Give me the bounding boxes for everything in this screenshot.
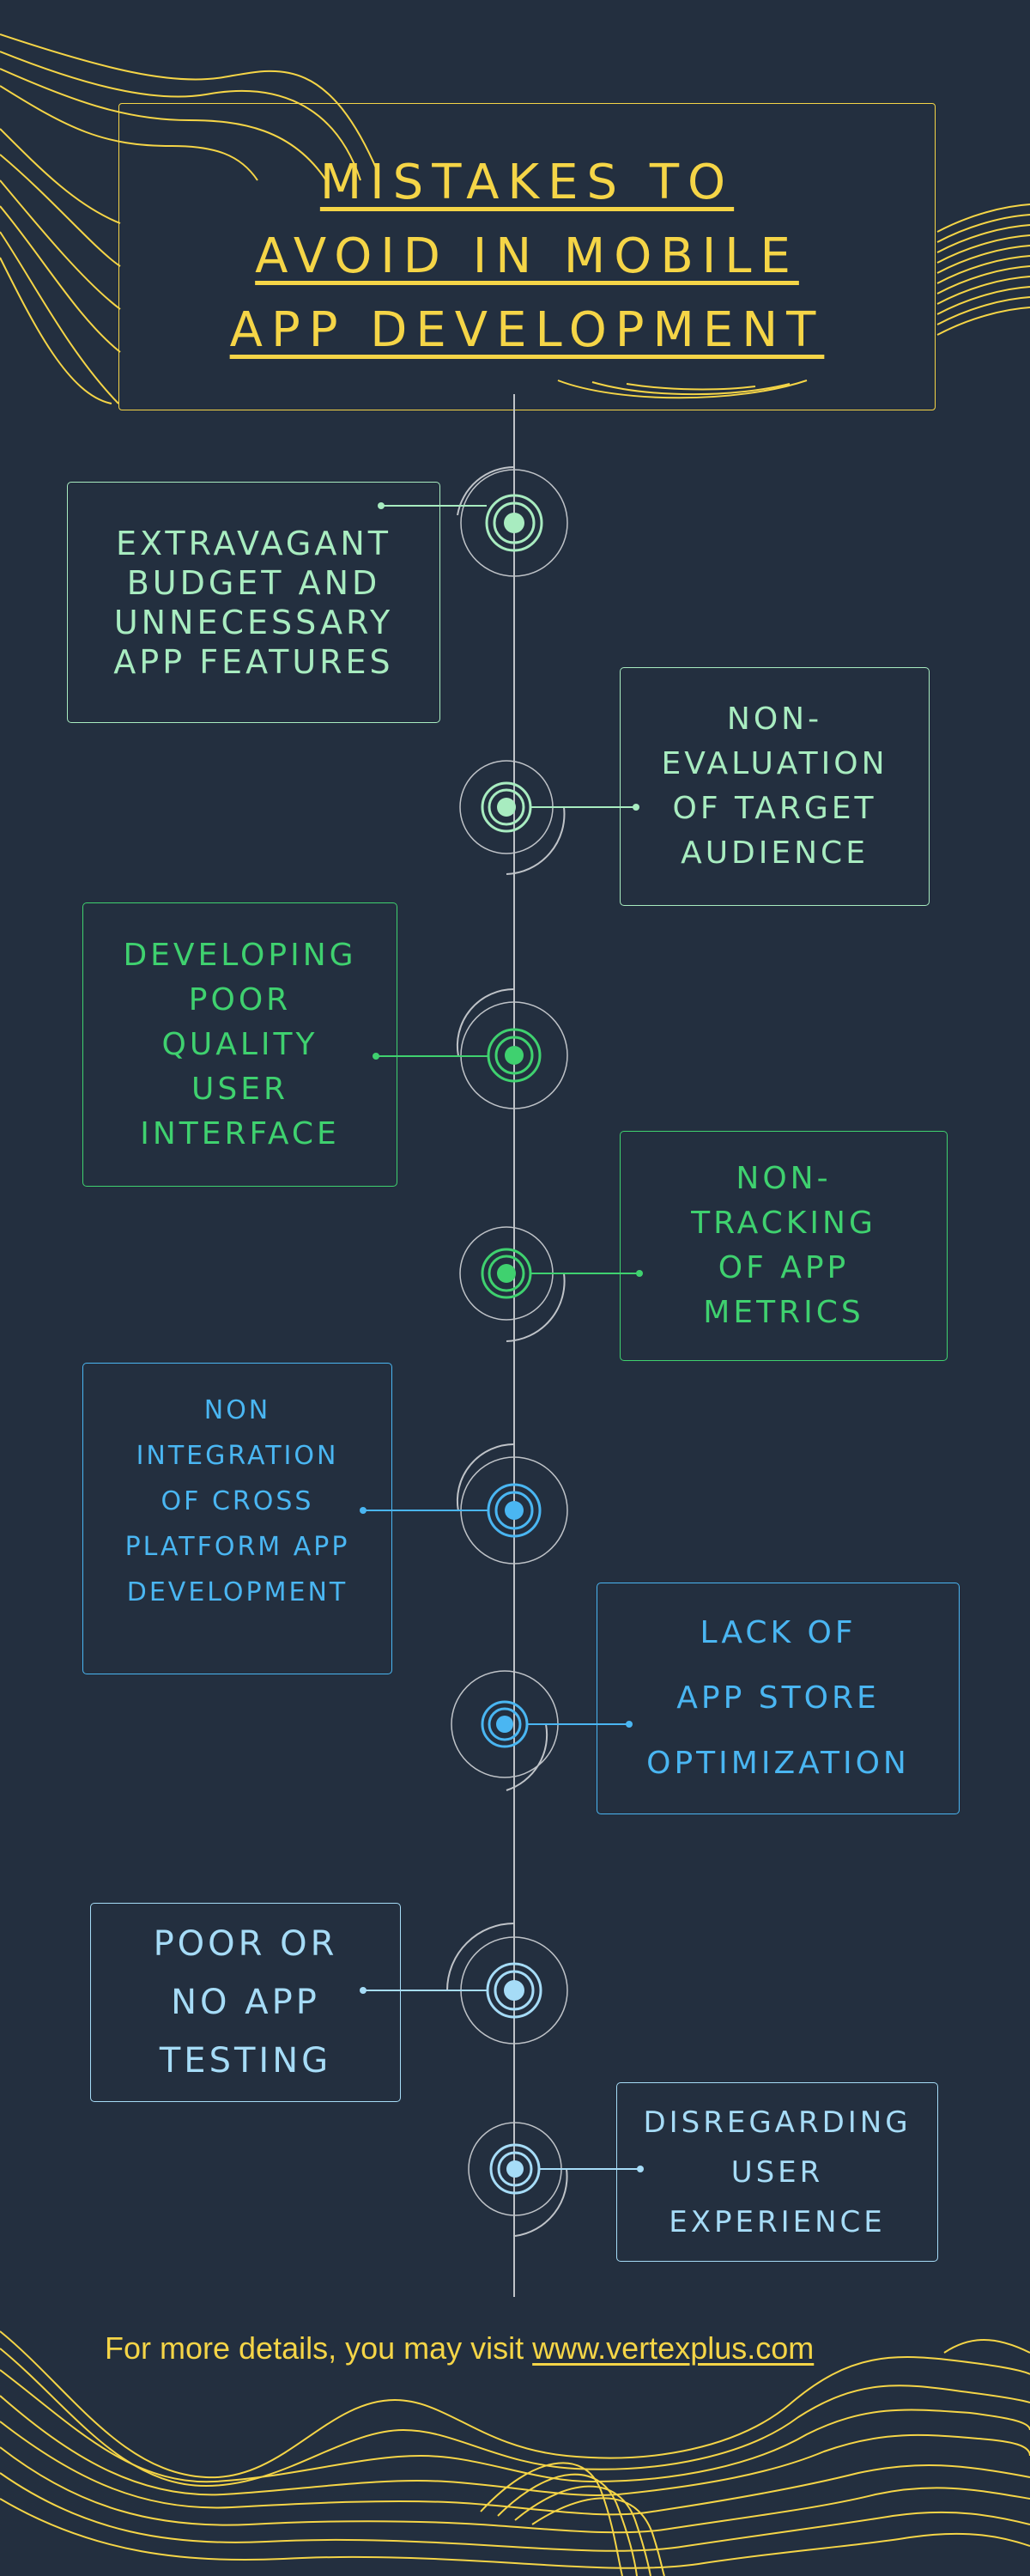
card-4-line-3: OF APP — [718, 1250, 850, 1285]
node-2-icon — [459, 760, 639, 875]
footer-text: For more details, you may visit www.vert… — [105, 2330, 814, 2366]
card-2-line-1: NON- — [726, 702, 823, 737]
card-8-line-2: USER — [730, 2154, 824, 2190]
card-6-line-2: APP STORE — [676, 1680, 880, 1716]
card-4-line-4: METRICS — [703, 1295, 864, 1330]
card-5-line-1: NON — [203, 1395, 271, 1425]
title-line-2: AVOID IN MOBILE — [255, 228, 799, 284]
card-7-line-1: POOR OR — [153, 1924, 338, 1964]
mistake-card-4: NON- TRACKING OF APP METRICS — [620, 1131, 948, 1361]
card-8-line-1: DISREGARDING — [643, 2105, 912, 2140]
card-3-line-3: QUALITY — [161, 1026, 318, 1062]
card-5-line-5: DEVELOPMENT — [126, 1577, 348, 1607]
mistake-card-3: DEVELOPING POOR QUALITY USER INTERFACE — [82, 902, 397, 1187]
mistake-card-7: POOR OR NO APP TESTING — [90, 1903, 401, 2102]
title-line-3: APP DEVELOPMENT — [229, 302, 825, 358]
card-1-line-4: APP FEATURES — [113, 642, 394, 681]
card-4-line-1: NON- — [736, 1161, 832, 1196]
card-5-line-2: INTEGRATION — [136, 1441, 339, 1471]
card-1-line-2: BUDGET AND — [126, 563, 381, 602]
node-3-icon — [373, 987, 568, 1109]
node-4-icon — [459, 1226, 643, 1342]
mistake-card-5: NON INTEGRATION OF CROSS PLATFORM APP DE… — [82, 1363, 392, 1674]
card-3-line-1: DEVELOPING — [123, 937, 357, 973]
card-2-line-2: EVALUATION — [661, 746, 888, 781]
card-7-line-2: NO APP — [171, 1983, 320, 2022]
mistake-card-1: EXTRAVAGANT BUDGET AND UNNECESSARY APP F… — [67, 482, 440, 723]
card-3-line-5: INTERFACE — [140, 1115, 340, 1151]
footer-prefix: For more details, you may visit — [105, 2330, 533, 2366]
mistake-card-8: DISREGARDING USER EXPERIENCE — [616, 2082, 938, 2262]
card-2-line-4: AUDIENCE — [681, 835, 869, 871]
mistake-card-6: LACK OF APP STORE OPTIMIZATION — [597, 1583, 960, 1814]
card-3-line-2: POOR — [188, 981, 292, 1018]
title-box: MISTAKES TO AVOID IN MOBILE APP DEVELOPM… — [118, 103, 936, 410]
card-7-line-3: TESTING — [159, 2041, 332, 2081]
mistake-card-2: NON- EVALUATION OF TARGET AUDIENCE — [620, 667, 930, 906]
card-6-line-1: LACK OF — [700, 1615, 857, 1650]
website-link[interactable]: www.vertexplus.com — [532, 2330, 815, 2366]
card-8-line-3: EXPERIENCE — [669, 2204, 886, 2239]
card-2-line-3: OF TARGET — [672, 791, 877, 826]
card-5-line-4: PLATFORM APP — [124, 1532, 350, 1562]
title-line-1: MISTAKES TO — [319, 155, 735, 210]
card-1-line-1: EXTRAVAGANT — [116, 524, 391, 562]
timeline-line — [513, 394, 515, 2297]
card-5-line-3: OF CROSS — [161, 1486, 314, 1516]
card-1-line-3: UNNECESSARY — [113, 603, 394, 641]
card-3-line-4: USER — [191, 1071, 288, 1107]
card-6-line-3: OPTIMIZATION — [646, 1746, 910, 1781]
card-4-line-2: TRACKING — [691, 1206, 876, 1241]
